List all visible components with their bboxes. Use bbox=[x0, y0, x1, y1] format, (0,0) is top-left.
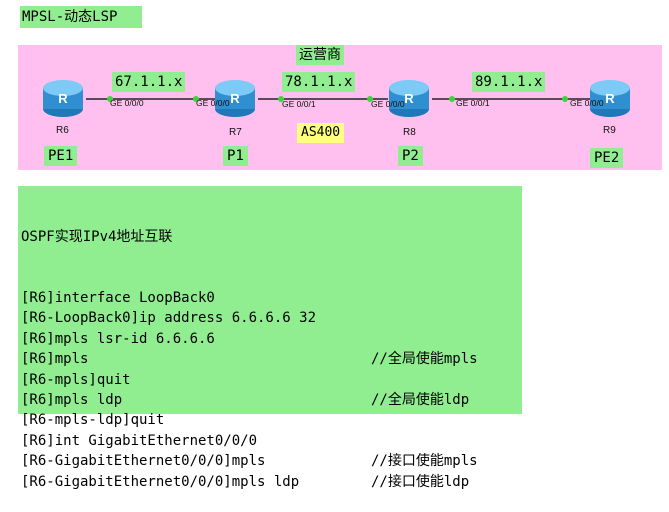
router-name-r6: R6 bbox=[56, 125, 69, 136]
config-command: [R6-GigabitEthernet0/0/0]mpls ldp bbox=[21, 473, 300, 490]
config-block: OSPF实现IPv4地址互联 [R6]interface LoopBack0[R… bbox=[18, 186, 522, 490]
config-line: [R6]mpls ldp //全局使能ldp bbox=[21, 390, 519, 410]
port-dot-r9 bbox=[562, 96, 568, 102]
router-name-r9: R9 bbox=[603, 125, 616, 136]
role-label-p1: P1 bbox=[223, 146, 248, 166]
config-comment: //接口使能ldp bbox=[371, 473, 470, 490]
provider-area bbox=[18, 45, 662, 170]
port-dot-r6 bbox=[107, 96, 113, 102]
config-command: [R6-GigabitEthernet0/0/0]mpls bbox=[21, 453, 266, 470]
port-dot-r7-left bbox=[193, 96, 199, 102]
iface-r7-left: GE 0/0/0 bbox=[196, 98, 230, 108]
svg-text:R: R bbox=[58, 91, 68, 106]
config-heading: OSPF实现IPv4地址互联 bbox=[21, 228, 173, 245]
router-name-r7: R7 bbox=[229, 127, 242, 138]
config-command: [R6-mpls-ldp]quit bbox=[21, 412, 165, 429]
iface-r6-right: GE 0/0/0 bbox=[110, 98, 144, 108]
role-label-pe1: PE1 bbox=[44, 146, 78, 166]
as-label: AS400 bbox=[297, 123, 345, 143]
config-line: [R6-GigabitEthernet0/0/0]mpls //接口使能mpls bbox=[21, 451, 519, 471]
role-label-pe2: PE2 bbox=[590, 148, 624, 168]
config-line: [R6]int GigabitEthernet0/0/0 bbox=[21, 431, 519, 451]
iface-r8-left: GE 0/0/0 bbox=[371, 99, 405, 109]
config-comment: //全局使能ldp bbox=[371, 391, 470, 408]
config-line: [R6-mpls]quit bbox=[21, 370, 519, 390]
config-command: [R6-mpls]quit bbox=[21, 371, 131, 388]
svg-text:R: R bbox=[230, 91, 240, 106]
config-command: [R6]int GigabitEthernet0/0/0 bbox=[21, 432, 258, 449]
svg-text:R: R bbox=[605, 91, 615, 106]
iface-r9-left: GE 0/0/0 bbox=[570, 98, 604, 108]
subnet-label-r8-r9: 89.1.1.x bbox=[472, 72, 546, 92]
config-comment: //全局使能mpls bbox=[371, 351, 478, 368]
router-icon[interactable]: R bbox=[386, 74, 432, 120]
config-line: [R6]mpls //全局使能mpls bbox=[21, 349, 519, 369]
router-icon[interactable]: R bbox=[587, 74, 633, 120]
iface-r8-right: GE 0/0/1 bbox=[456, 98, 490, 108]
port-dot-r8-right bbox=[449, 96, 455, 102]
config-command: [R6]mpls lsr-id 6.6.6.6 bbox=[21, 330, 215, 347]
config-comment: //接口使能mpls bbox=[371, 453, 478, 470]
config-command: [R6]interface LoopBack0 bbox=[21, 290, 215, 307]
router-icon[interactable]: R bbox=[212, 74, 258, 120]
role-label-p2: P2 bbox=[398, 146, 423, 166]
config-line: [R6-mpls-ldp]quit bbox=[21, 410, 519, 430]
subnet-label-r7-r8: 78.1.1.x bbox=[282, 72, 356, 92]
svg-text:R: R bbox=[404, 91, 414, 106]
config-line: [R6]mpls lsr-id 6.6.6.6 bbox=[21, 329, 519, 349]
iface-r7-right: GE 0/0/1 bbox=[282, 99, 316, 109]
config-command: [R6-LoopBack0]ip address 6.6.6.6 32 bbox=[21, 310, 317, 327]
subnet-label-r6-r7: 67.1.1.x bbox=[112, 72, 186, 92]
config-command: [R6]mpls bbox=[21, 351, 89, 368]
router-name-r8: R8 bbox=[403, 127, 416, 138]
config-lines: [R6]interface LoopBack0 [R6-LoopBack0]ip … bbox=[21, 288, 519, 492]
config-command: [R6]mpls ldp bbox=[21, 391, 123, 408]
router-icon[interactable]: R bbox=[40, 74, 86, 120]
page-title: MPSL-动态LSP bbox=[20, 6, 142, 28]
provider-label: 运营商 bbox=[296, 45, 344, 65]
config-line: [R6-LoopBack0]ip address 6.6.6.6 32 bbox=[21, 308, 519, 328]
config-line: [R6-GigabitEthernet0/0/0]mpls ldp //接口使能l… bbox=[21, 472, 519, 492]
config-line: [R6]interface LoopBack0 bbox=[21, 288, 519, 308]
port-dot-r8-left bbox=[367, 96, 373, 102]
port-dot-r7-right bbox=[278, 96, 284, 102]
